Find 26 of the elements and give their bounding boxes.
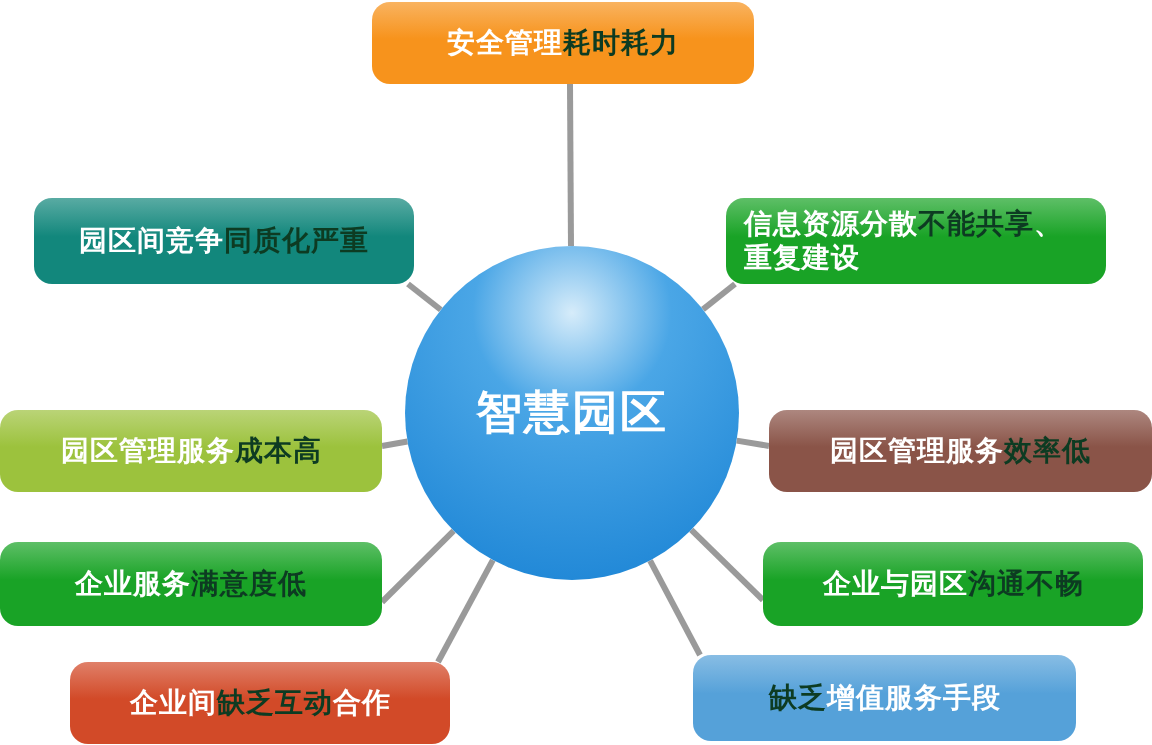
label-box [70,662,450,744]
label-box [0,410,382,492]
connector-line [567,83,574,246]
label-box [693,655,1076,741]
box-label: 安全管理耗时耗力 [447,26,679,60]
box-label: 缺乏增值服务手段 [768,681,1001,715]
label-box [34,198,414,284]
label-box [372,2,754,84]
box-label: 园区间竞争同质化严重 [79,224,369,258]
connector-line [736,437,770,449]
box-label: 园区管理服务成本高 [60,434,322,468]
label-box [763,542,1143,626]
box-label: 企业服务满意度低 [75,567,307,601]
box-label: 信息资源分散不能共享、重复建设 [744,207,1064,275]
connector-line [701,281,737,312]
connector-line [381,438,408,449]
label-box [0,542,382,626]
connector-line [647,559,703,657]
box-label: 园区管理服务效率低 [830,434,1091,468]
box-label: 企业间缺乏互动合作 [129,686,391,720]
connector-line [435,558,496,664]
box-label: 企业与园区沟通不畅 [822,567,1084,601]
label-box [769,410,1152,492]
label-box [726,198,1106,284]
hub-title: 智慧园区 [476,384,668,441]
connector-line [406,281,443,313]
